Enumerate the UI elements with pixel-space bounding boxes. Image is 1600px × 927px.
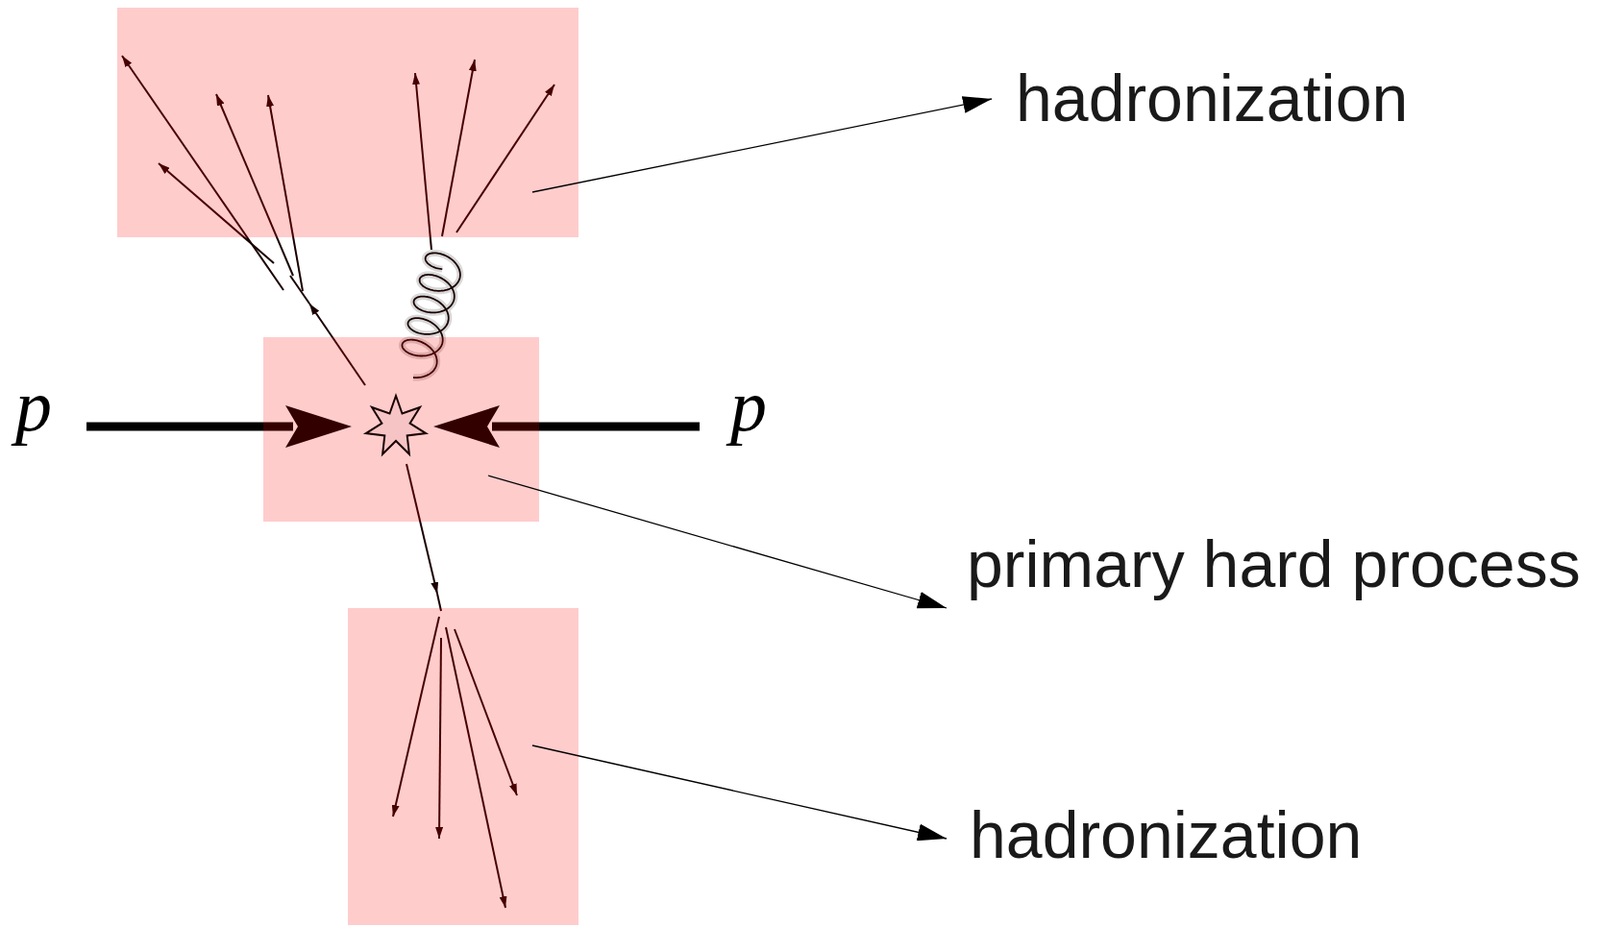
proton-label: p (15, 369, 52, 443)
collision-star (366, 395, 426, 455)
stage-label: primary hard process (966, 531, 1581, 597)
proton-label: p (730, 369, 767, 443)
stage-label: hadronization (1015, 65, 1408, 131)
stage-label: hadronization (969, 802, 1362, 868)
leader-line (488, 98, 992, 839)
stage-region (117, 7, 579, 926)
